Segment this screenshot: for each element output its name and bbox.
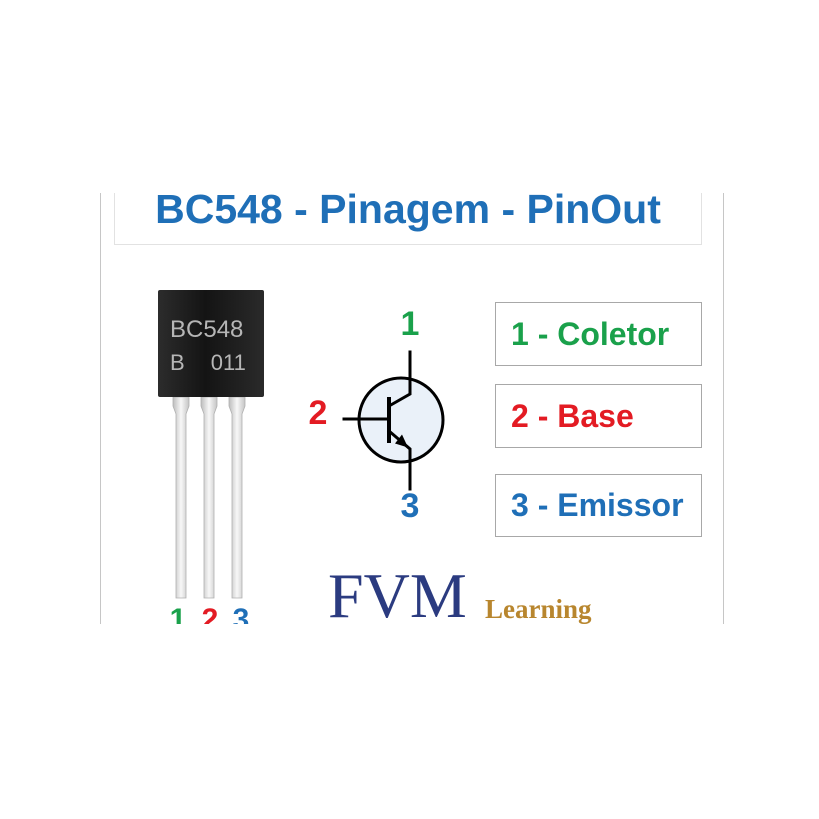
pin-legend-base-label: 2 - Base [511,397,634,434]
package-lead-3 [228,396,246,599]
pinout-artwork: BC548 B 011 1 2 3 1 2 3 FVM Learning [158,290,592,624]
page-title: BC548 - Pinagem - PinOut [155,193,661,232]
package-marking-part: BC548 [170,316,243,343]
pin-legend-emitter-label: 3 - Emissor [511,487,684,523]
logo-brand: FVM [328,560,467,624]
package-pin-label-2: 2 [202,603,219,624]
package-lead-1 [172,396,190,599]
package-body [158,290,264,397]
symbol-pin-label-2: 2 [309,394,328,432]
logo-tagline: Learning [485,594,592,624]
package-lead-2 [200,396,218,599]
pin-legend-collector-label: 1 - Coletor [511,315,670,352]
transistor-package: BC548 B 011 [158,290,264,599]
package-pin-label-1: 1 [170,603,187,624]
symbol-emitter-lead [386,428,412,491]
title-box: BC548 - Pinagem - PinOut [114,193,702,245]
pin-legend-collector: 1 - Coletor [495,302,702,366]
package-pin-label-3: 3 [233,603,250,624]
pin-legend-base: 2 - Base [495,384,702,448]
diagram-frame: BC548 - Pinagem - PinOut BC548 B 011 [100,193,724,624]
npn-transistor-symbol [342,350,445,491]
symbol-pin-label-1: 1 [401,305,420,343]
symbol-pin-label-3: 3 [401,487,420,525]
package-marking-code: B 011 [170,350,246,375]
symbol-collector-lead [386,350,412,409]
symbol-emitter-arrow [395,434,408,448]
pin-legend-emitter: 3 - Emissor [495,474,702,537]
